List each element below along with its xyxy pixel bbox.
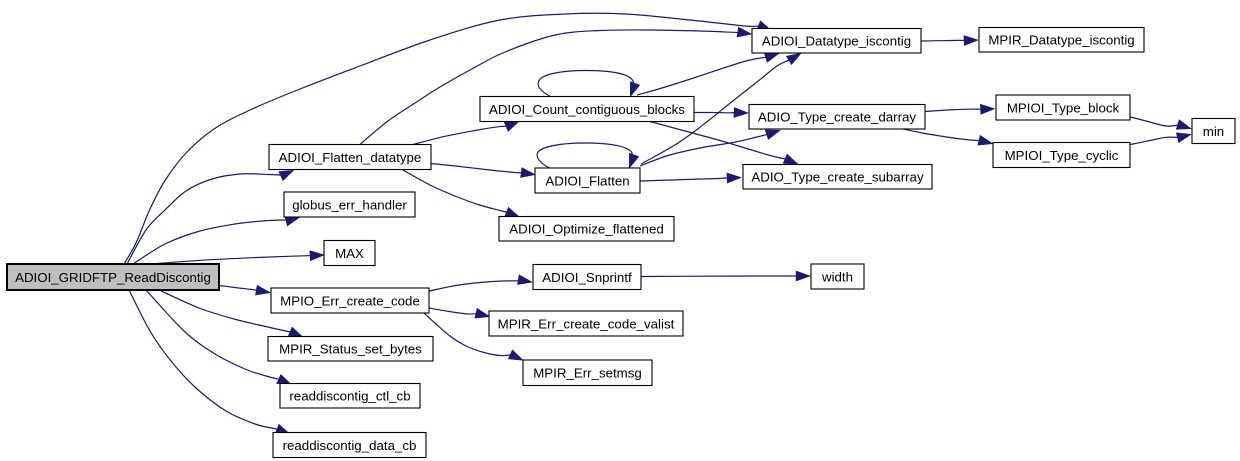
svg-text:readdiscontig_ctl_cb: readdiscontig_ctl_cb <box>289 389 410 404</box>
svg-text:min: min <box>1203 124 1224 139</box>
svg-text:ADIO_Type_create_subarray: ADIO_Type_create_subarray <box>751 170 924 185</box>
svg-text:ADIO_Type_create_darray: ADIO_Type_create_darray <box>758 110 917 125</box>
svg-text:globus_err_handler: globus_err_handler <box>292 197 407 212</box>
svg-text:ADIOI_Datatype_iscontig: ADIOI_Datatype_iscontig <box>762 34 911 49</box>
svg-text:ADIOI_Snprintf: ADIOI_Snprintf <box>542 270 632 285</box>
svg-text:MPIOI_Type_block: MPIOI_Type_block <box>1007 100 1120 115</box>
svg-text:MPIR_Err_create_code_valist: MPIR_Err_create_code_valist <box>498 316 675 331</box>
svg-text:MPIR_Datatype_iscontig: MPIR_Datatype_iscontig <box>988 33 1134 48</box>
svg-text:ADIOI_Optimize_flattened: ADIOI_Optimize_flattened <box>509 222 663 237</box>
svg-text:ADIOI_Flatten: ADIOI_Flatten <box>545 173 629 188</box>
svg-text:MPIO_Err_create_code: MPIO_Err_create_code <box>280 293 420 308</box>
svg-text:MPIOI_Type_cyclic: MPIOI_Type_cyclic <box>1005 148 1119 163</box>
svg-text:ADIOI_GRIDFTP_ReadDiscontig: ADIOI_GRIDFTP_ReadDiscontig <box>15 270 211 285</box>
svg-text:ADIOI_Count_contiguous_blocks: ADIOI_Count_contiguous_blocks <box>489 102 685 117</box>
svg-text:readdiscontig_data_cb: readdiscontig_data_cb <box>283 438 417 453</box>
svg-text:ADIOI_Flatten_datatype: ADIOI_Flatten_datatype <box>279 150 422 165</box>
svg-text:MAX: MAX <box>335 246 364 261</box>
svg-text:MPIR_Err_setmsg: MPIR_Err_setmsg <box>533 366 642 381</box>
svg-text:width: width <box>821 269 853 284</box>
svg-text:MPIR_Status_set_bytes: MPIR_Status_set_bytes <box>279 342 422 357</box>
